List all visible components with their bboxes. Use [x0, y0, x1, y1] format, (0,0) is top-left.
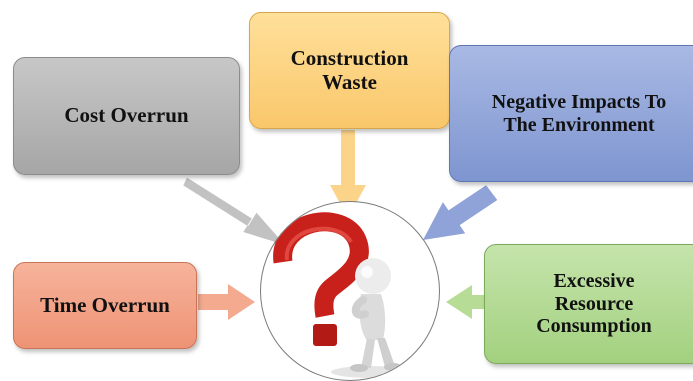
- node-negative-impacts-line-2: The Environment: [503, 113, 655, 136]
- node-excessive-line-1: Excessive: [553, 270, 635, 293]
- node-construction-waste-line-2: Waste: [322, 69, 377, 94]
- node-time-overrun: Time Overrun: [13, 262, 197, 349]
- arrow-waste-to-center: [330, 130, 366, 218]
- center-circle: [260, 201, 440, 381]
- node-time-overrun-label: Time Overrun: [40, 292, 170, 317]
- arrow-env-to-center: [423, 185, 498, 240]
- question-mark-person-icon: [273, 212, 411, 378]
- node-construction-waste: Construction Waste: [249, 12, 450, 129]
- node-cost-overrun: Cost Overrun: [13, 57, 240, 175]
- node-cost-overrun-label: Cost Overrun: [64, 103, 189, 128]
- node-negative-impacts-line-1: Negative Impacts To: [491, 91, 667, 114]
- node-negative-impacts: Negative Impacts To The Environment: [449, 45, 693, 182]
- arrow-cost-to-center: [183, 177, 285, 245]
- node-excessive-line-2: Resource: [554, 292, 634, 315]
- arrow-time-to-center: [198, 284, 255, 320]
- node-excessive-line-3: Consumption: [536, 315, 652, 338]
- node-construction-waste-line-1: Construction: [290, 45, 409, 70]
- arrow-excess-to-center: [446, 285, 484, 319]
- node-excessive-resource-consumption: Excessive Resource Consumption: [484, 244, 693, 364]
